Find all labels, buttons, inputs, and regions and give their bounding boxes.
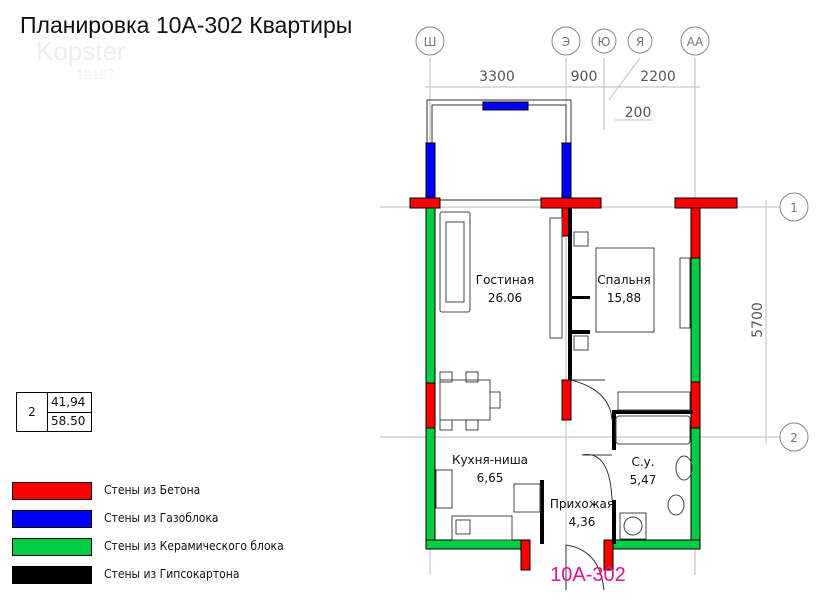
room-area-hallway: 4,36 — [569, 515, 596, 529]
page-title: Планировка 10А-302 Квартиры — [20, 12, 353, 38]
chair-icon — [439, 419, 453, 431]
legend-swatch-gasblock — [12, 510, 92, 528]
axis-label-aa: АА — [687, 35, 704, 49]
room-count: 2 — [17, 393, 48, 431]
room-area-living: 26.06 — [488, 291, 522, 305]
walls-drywall — [540, 208, 693, 544]
area-summary-box: 2 41,94 58.50 — [16, 392, 92, 432]
dim-900: 900 — [571, 69, 598, 85]
axis-marker-2 — [779, 422, 809, 452]
room-area-bedroom: 15,88 — [607, 291, 641, 305]
legend-label-concrete: Стены из Бетона — [104, 483, 201, 497]
axis-label-2: 2 — [790, 431, 798, 445]
stove-icon — [435, 469, 453, 509]
watermark-logo: Kopster — [36, 36, 126, 66]
wardrobe-bedroom-icon — [679, 257, 691, 329]
axis-marker-yu — [591, 28, 617, 54]
axis-label-ya: Я — [636, 35, 644, 49]
room-name-living: Гостиная — [476, 273, 534, 287]
legend-label-gasblock: Стены из Газоблока — [104, 511, 219, 525]
washing-machine-icon — [619, 512, 647, 540]
axis-marker-ya — [627, 28, 653, 54]
watermark-id: 10187 — [76, 66, 115, 82]
axis-marker-aa — [680, 26, 710, 56]
fridge-icon — [513, 483, 541, 513]
chair-icon — [489, 391, 501, 409]
dim-2200: 2200 — [640, 69, 676, 85]
room-name-bathroom: С.у. — [631, 455, 654, 469]
dim-5700: 5700 — [750, 302, 766, 338]
room-area-bathroom: 5,47 — [630, 473, 657, 487]
axis-marker-sh — [415, 26, 445, 56]
storage-icon — [617, 391, 691, 411]
room-name-bedroom: Спальня — [597, 273, 650, 287]
sink-icon — [455, 519, 471, 535]
room-area-kitchen: 6,65 — [477, 471, 504, 485]
summary-divider — [48, 412, 91, 413]
axis-marker-1 — [779, 192, 809, 222]
room-name-kitchen: Кухня-ниша — [452, 453, 528, 467]
axis-label-yu: Ю — [598, 35, 611, 49]
axis-label-1: 1 — [790, 201, 798, 215]
walls-gasblock — [425, 101, 572, 199]
bed-icon — [595, 247, 655, 333]
wardrobe-icon — [549, 217, 563, 339]
chair-icon — [465, 371, 479, 383]
chair-icon — [465, 419, 479, 431]
washbasin-icon — [675, 455, 693, 481]
legend-swatch-concrete — [12, 482, 92, 500]
legend-swatch-ceramic — [12, 538, 92, 556]
balcony-outline — [426, 99, 572, 201]
nightstand-icon — [573, 231, 589, 247]
legend-label-ceramic: Стены из Керамического блока — [104, 539, 284, 553]
bathtub-icon — [615, 415, 691, 445]
doors — [565, 379, 613, 591]
sofa-seat-icon — [445, 221, 465, 303]
legend-swatch-drywall — [12, 566, 92, 584]
dim-3300: 3300 — [479, 69, 515, 85]
axis-label-e: Э — [562, 35, 570, 49]
toilet-icon — [667, 494, 685, 516]
kitchen-counter-icon — [451, 515, 513, 541]
sofa-icon — [439, 211, 471, 313]
nightstand-icon — [573, 335, 589, 351]
apartment-code: 10А-302 — [550, 564, 626, 586]
furniture — [435, 211, 693, 541]
legend-label-drywall: Стены из Гипсокартона — [104, 567, 240, 581]
dim-200: 200 — [625, 105, 652, 121]
chair-icon — [439, 371, 453, 383]
axis-label-sh: Ш — [424, 35, 437, 49]
total-area-value: 58.50 — [51, 414, 86, 428]
axis-marker-e — [551, 26, 581, 56]
dining-table-icon — [439, 379, 491, 421]
room-name-hallway: Прихожая — [550, 497, 614, 511]
walls-concrete — [409, 197, 738, 571]
living-area-value: 41,94 — [51, 395, 86, 409]
